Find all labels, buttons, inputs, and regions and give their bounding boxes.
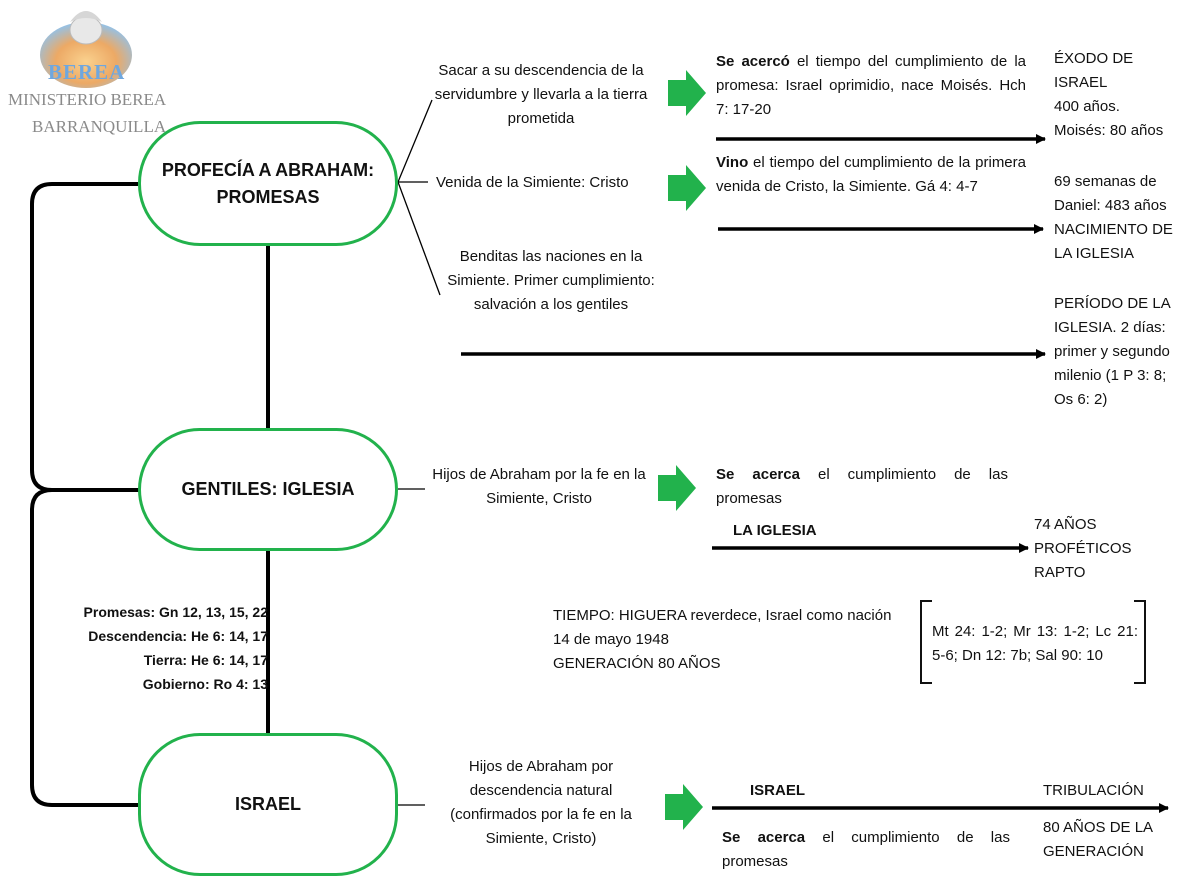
left-bracket-upper [30,182,140,492]
gentiles-description: Hijos de Abraham por la fe en la Simient… [432,466,646,507]
time-line: 14 de mayo 1948 [553,631,669,648]
promise-2-text: Venida de la Simiente: Cristo [436,174,629,191]
promise-1-end-line: 400 años. [1054,98,1120,115]
promise-2-end-line: 69 semanas de [1054,173,1157,190]
promise-2-end: 69 semanas de Daniel: 483 años NACIMIENT… [1054,170,1184,266]
node-gentiles: GENTILES: IGLESIA [138,428,398,551]
promise-3-end-line: IGLESIA. 2 días: [1054,319,1166,336]
israel-end-top: TRIBULACIÓN [1043,782,1144,799]
promise-1-end-line: Moisés: 80 años [1054,122,1164,139]
logo-emblem [40,11,132,88]
scripture-refs: Promesas: Gn 12, 13, 15, 22 Descendencia… [28,600,268,696]
verses-text: Mt 24: 1-2; Mr 13: 1-2; Lc 21: 5-6; Dn 1… [932,623,1138,664]
israel-end-line: 80 AÑOS DE LA [1043,819,1154,836]
scripture-ref-line: Gobierno: Ro 4: 13 [142,676,268,692]
israel-fulfilment: Se acerca el cumplimiento de las promesa… [722,826,1010,874]
promise-1-text: Sacar a su descendencia de la servidumbr… [434,62,648,127]
time-line: GENERACIÓN 80 AÑOS [553,655,721,672]
node-israel-label: ISRAEL [234,794,301,815]
promise-3-end-line: milenio (1 P 3: 8; [1054,367,1167,384]
promise-2-fulfilment-rest: el tiempo del cumplimiento de la primera… [716,154,1026,195]
logo-line2: BARRANQUILLA [32,117,167,136]
fan-line-upper [397,99,433,183]
time-block: TIEMPO: HIGUERA reverdece, Israel como n… [553,604,923,676]
promise-1-end-line: ÉXODO DE ISRAEL [1054,50,1134,91]
promise-3-end: PERÍODO DE LA IGLESIA. 2 días: primer y … [1054,292,1186,412]
israel-line-label: ISRAEL [750,782,806,799]
israel-fulfilment-rest: el cumplimiento de las promesas [722,829,1010,870]
gentiles-end-line: RAPTO [1034,564,1086,581]
promise-2-fulfilment: Vino el tiempo del cumplimiento de la pr… [716,151,1026,199]
scripture-ref-line: Tierra: He 6: 14, 17 [143,652,268,668]
left-bracket-lower [30,488,140,807]
fan-line-lower [397,181,441,296]
israel-fulfilment-bold: Se acerca [722,829,806,846]
promise-2-fulfilment-bold: Vino [716,154,749,171]
green-arrow-1 [668,70,706,116]
promise-3-end-line: Os 6: 2) [1054,391,1108,408]
promise-3-text: Benditas las naciones en la Simiente. Pr… [447,248,655,313]
gentiles-end: 74 AÑOS PROFÉTICOS RAPTO [1034,513,1154,585]
scripture-ref-line: Descendencia: He 6: 14, 17 [88,628,268,644]
promise-3-end-line: PERÍODO DE LA [1054,295,1171,312]
node-gentiles-label: GENTILES: IGLESIA [181,479,355,500]
promise-2-end-line: Daniel: 483 años [1054,197,1167,214]
promise-2-end-line: LA IGLESIA [1054,245,1135,262]
logo-line1: MINISTERIO BEREA [8,90,167,109]
promise-1-end: ÉXODO DE ISRAEL 400 años. Moisés: 80 año… [1054,47,1184,143]
gentiles-fulfilment-rest: el cumplimiento de las promesas [716,466,1008,507]
israel-end-line: GENERACIÓN [1043,843,1144,860]
promise-2-end-line: NACIMIENTO DE [1054,221,1173,238]
node-abraham: PROFECÍA A ABRAHAM: PROMESAS [138,121,398,246]
promise-3-end-line: primer y segundo [1054,343,1170,360]
scripture-ref-line: Promesas: Gn 12, 13, 15, 22 [83,604,268,620]
verses-bracket-right [1134,600,1146,684]
time-line: TIEMPO: HIGUERA reverdece, Israel como n… [553,607,892,624]
gentiles-fulfilment-bold: Se acerca [716,466,800,483]
israel-end-bottom: 80 AÑOS DE LA GENERACIÓN [1043,816,1183,864]
gentiles-end-line: PROFÉTICOS [1034,540,1132,557]
verses-bracket-left [920,600,932,684]
green-arrow-2 [668,165,706,211]
promise-1-fulfilment-bold: Se acercó [716,53,790,70]
green-arrow-3 [658,465,696,511]
green-arrow-4 [665,784,703,830]
israel-description: Hijos de Abraham por descendencia natura… [450,758,632,847]
node-abraham-label: PROFECÍA A ABRAHAM: PROMESAS [161,160,375,207]
berea-logo: BEREA MINISTERIO BEREA BARRANQUILLA [0,0,170,140]
gentiles-line-label: LA IGLESIA [733,522,817,539]
gentiles-fulfilment: Se acerca el cumplimiento de las promesa… [716,463,1008,511]
logo-name: BEREA [48,60,126,84]
node-israel: ISRAEL [138,733,398,876]
promise-1-fulfilment-rest: el tiempo del cumplimiento de la promesa… [716,53,1026,118]
gentiles-end-line: 74 AÑOS [1034,516,1097,533]
promise-1-fulfilment: Se acercó el tiempo del cumplimiento de … [716,50,1026,122]
